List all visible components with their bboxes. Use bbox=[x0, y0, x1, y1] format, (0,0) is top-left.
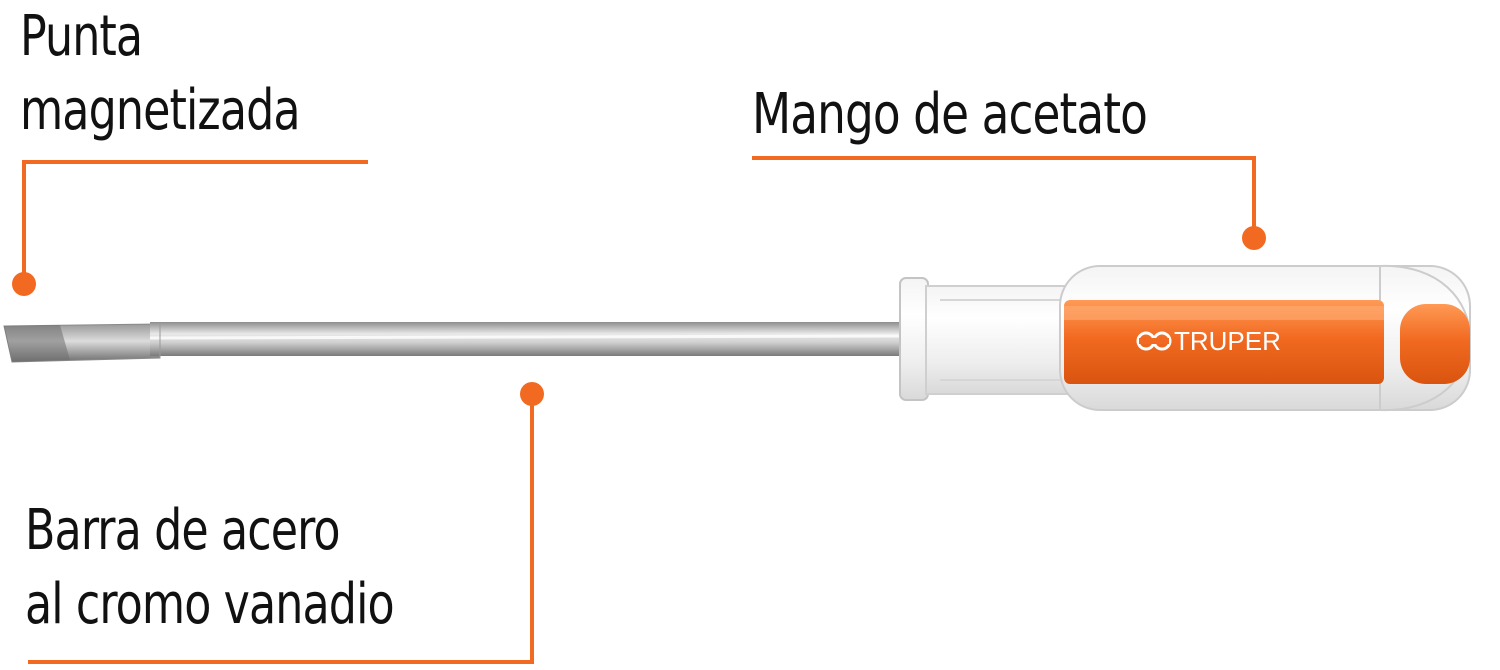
handle-orange-core bbox=[1064, 300, 1384, 384]
tip-callout-line-1: Punta bbox=[20, 4, 143, 69]
screwdriver-collar bbox=[899, 277, 1077, 401]
truper-logo-icon bbox=[1136, 331, 1172, 351]
bar-leader-line bbox=[28, 382, 544, 664]
bar-callout-line-1: Barra de acero bbox=[25, 498, 341, 563]
bar-callout-dot bbox=[520, 382, 544, 406]
handle-leader-line bbox=[752, 156, 1266, 250]
tip-callout-dot bbox=[12, 272, 36, 296]
brand-logo: TRUPER bbox=[1136, 326, 1281, 356]
bar-callout-line-2: al cromo vanadio bbox=[25, 572, 395, 637]
handle-callout-label: Mango de acetato bbox=[752, 78, 1148, 152]
handle-callout-dot bbox=[1242, 226, 1266, 250]
tip-callout-label: Punta magnetizada bbox=[20, 0, 301, 148]
bar-callout-label: Barra de acero al cromo vanadio bbox=[25, 494, 395, 642]
tip-leader-line bbox=[12, 160, 368, 296]
screwdriver: TRUPER bbox=[3, 264, 1471, 412]
tip-callout-line-2: magnetizada bbox=[20, 78, 301, 143]
brand-logo-text: TRUPER bbox=[1174, 326, 1281, 356]
handle-callout-text: Mango de acetato bbox=[752, 82, 1148, 147]
